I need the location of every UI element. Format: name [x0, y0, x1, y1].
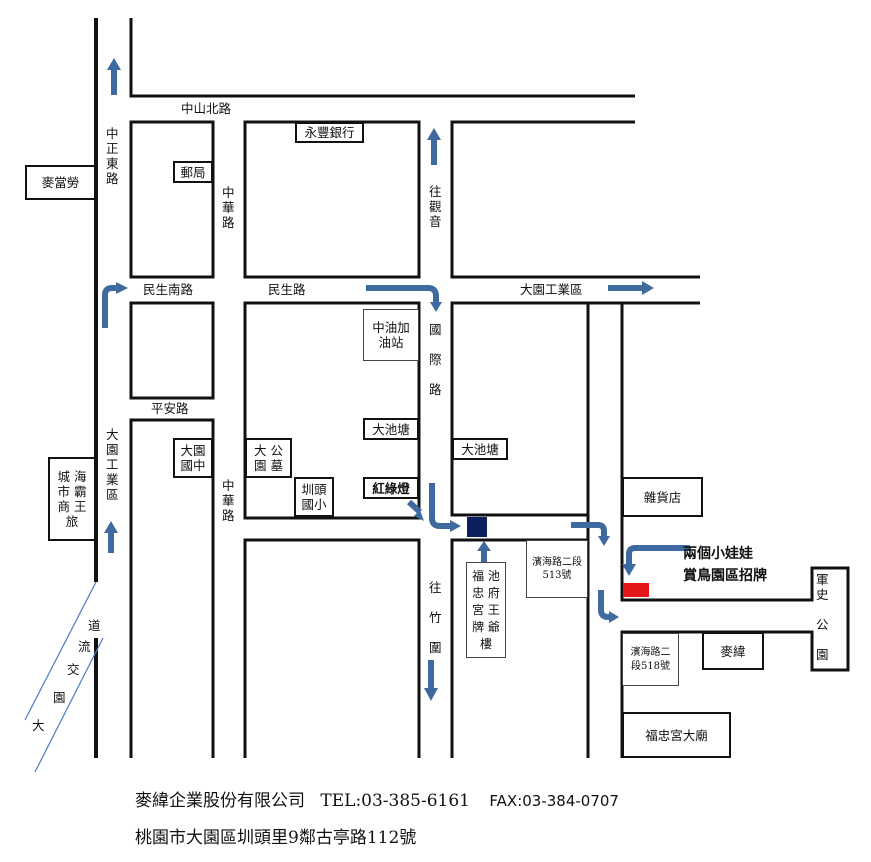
arrow-down-icon — [424, 660, 438, 701]
road-label-guoji: 國 際 路 — [429, 322, 442, 397]
landmark-dachitang-left: 大池塘 — [363, 418, 419, 440]
road-label-dayuan-industrial-left: 大 園 工 業 區 — [106, 427, 119, 502]
road-label-zhongzheng-east: 中 正 東 路 — [106, 126, 119, 186]
company-address: 桃園市大園區圳頭里9鄰古亭路112號 — [135, 828, 417, 848]
landmark-mcdonalds: 麥當勞 — [25, 165, 96, 200]
freeway-char: 大 — [32, 718, 45, 733]
arrowhead-icon — [450, 520, 461, 532]
road-label-minsheng-south: 民生南路 — [143, 282, 194, 297]
arrowhead-icon — [609, 611, 619, 623]
landmark-kengtou-elementary: 圳頭 國小 — [294, 477, 334, 517]
landmark-maiwei: 麥緯 — [702, 632, 764, 670]
road-label-minsheng: 民生路 — [268, 282, 306, 297]
road-label-zhonghua-top: 中 華 路 — [222, 185, 235, 230]
landmark-dayuan-junior-high: 大園 國中 — [173, 438, 213, 478]
arrow-up-icon — [477, 541, 491, 563]
landmark-grocery: 雜貨店 — [622, 477, 703, 517]
landmark-yongfeng-bank: 永豐銀行 — [295, 122, 364, 143]
city-block — [129, 120, 215, 279]
arrow-up-icon — [107, 58, 121, 95]
landmark-binhai-518: 濱海路二 段518號 — [622, 633, 679, 686]
red-marker — [623, 583, 649, 597]
arrow-right-icon — [608, 281, 654, 295]
freeway-line — [24, 581, 97, 721]
arrowhead-icon — [430, 302, 442, 312]
road-edge — [129, 18, 635, 98]
city-block — [243, 538, 421, 758]
landmark-post-office: 郵局 — [173, 161, 213, 183]
road-label-pingan: 平安路 — [151, 401, 189, 416]
landmark-haiba-hotel: 城 海 市 霸 商 王 旅 — [48, 457, 96, 541]
route-arrow-icon — [406, 499, 423, 515]
arrow-up-icon — [427, 128, 441, 165]
company-fax: FAX:03-384-0707 — [489, 792, 619, 810]
annotation-bird-park-sign: 兩個小娃娃 賞鳥園區招牌 — [683, 546, 767, 584]
route-arrow-icon — [429, 483, 452, 529]
landmark-cemetery: 大 公 園 墓 — [245, 438, 292, 478]
landmark-fuzhong-temple: 福忠宮大廟 — [622, 712, 731, 758]
route-arrow-icon — [626, 545, 690, 566]
freeway-line — [34, 637, 104, 773]
landmark-military-park: 軍 史 公 園 — [816, 572, 829, 662]
arrowhead-icon — [414, 510, 424, 521]
direction-arrows — [104, 58, 654, 701]
road-label-zhongshan-north: 中山北路 — [181, 101, 232, 116]
direction-label-guanyin: 往 觀 音 — [429, 184, 442, 229]
arrowhead-icon — [622, 564, 636, 576]
destination-marker — [467, 517, 487, 537]
road-label-zhonghua-bottom: 中 華 路 — [222, 478, 235, 523]
city-block — [243, 301, 421, 520]
company-tel: TEL:03-385-6161 — [320, 791, 471, 811]
landmark-fuzhong-arch: 福 池 忠 府 宮 王 牌 爺 樓 — [466, 562, 506, 658]
freeway-char: 道 — [88, 618, 101, 633]
city-block — [243, 120, 421, 279]
road-edge — [620, 303, 850, 758]
arrowhead-icon — [598, 536, 610, 546]
company-name: 麥緯企業股份有限公司 — [135, 791, 305, 811]
route-arrow-icon — [598, 590, 610, 620]
route-arrow-icon — [571, 522, 607, 538]
road-label-dayuan-industrial: 大園工業區 — [520, 282, 583, 297]
landmark-dachitang-right: 大池塘 — [452, 438, 508, 460]
landmark-binhai-513: 濱海路二段 513號 — [526, 540, 588, 598]
freeway-char: 交 — [67, 662, 80, 677]
freeway-char: 園 — [53, 690, 66, 705]
route-arrow-icon — [102, 285, 116, 328]
landmark-cpc-gas-station: 中油加 油站 — [363, 309, 419, 361]
freeway-char: 流 — [78, 639, 91, 654]
route-arrows — [102, 285, 690, 620]
city-block — [129, 301, 215, 400]
landmark-traffic-light: 紅綠燈 — [363, 477, 419, 499]
arrow-up-icon — [104, 521, 118, 553]
city-block — [129, 418, 215, 758]
arrow-heads — [116, 282, 636, 623]
direction-label-zhuwei: 往 竹 圍 — [429, 580, 442, 655]
company-info: 麥緯企業股份有限公司 TEL:03-385-6161 FAX:03-384-07… — [135, 786, 619, 811]
route-arrow-icon — [366, 285, 439, 303]
road-edge — [450, 120, 700, 279]
arrowhead-icon — [116, 282, 128, 294]
